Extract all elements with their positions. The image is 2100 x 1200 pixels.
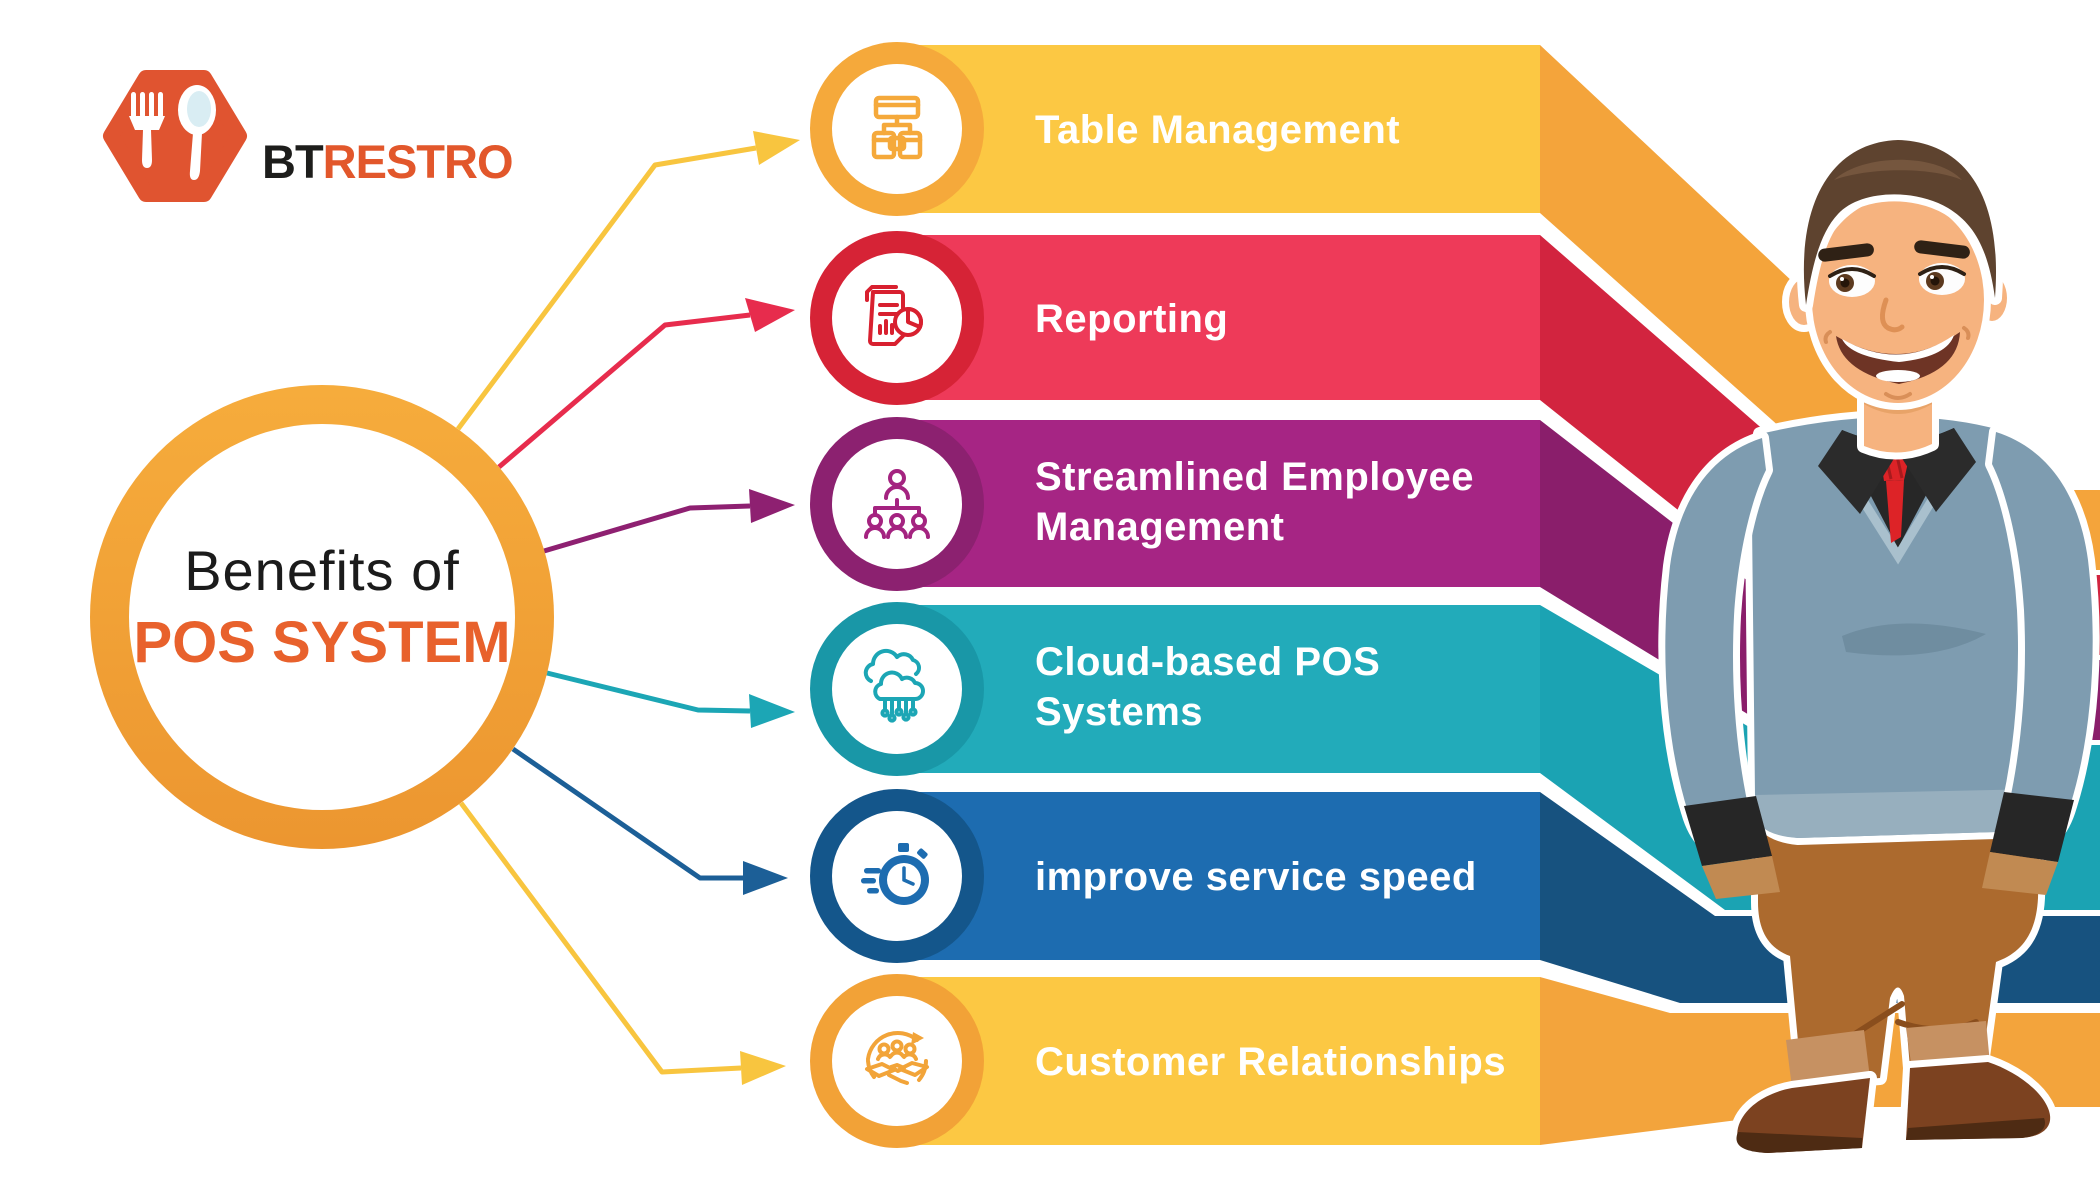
brand-name-bt: BT (262, 135, 324, 188)
left-cuff (1684, 796, 1772, 866)
row-label: Customer Relationships (1035, 1040, 1506, 1084)
arrow-head-1 (753, 131, 800, 165)
smile-creases (1823, 326, 1971, 400)
right-eye-glint (1930, 275, 1934, 279)
employee-management-icon (864, 469, 930, 539)
brand-logo: BTRESTRO (103, 70, 514, 202)
reporting-icon (865, 285, 923, 346)
benefit-row-customer-relationships: Customer Relationships (810, 974, 1540, 1148)
customer-relationships-icon (865, 1031, 929, 1085)
band (900, 45, 1540, 213)
arrow-line-1 (455, 145, 757, 431)
center-disc (129, 424, 515, 810)
spoon-glyph (178, 85, 216, 180)
row-label: Reporting (1035, 297, 1228, 341)
benefit-row-table-management: Table Management (810, 42, 1540, 216)
arrow-head-2 (745, 298, 795, 332)
icon-disc (832, 624, 962, 754)
arrow-line-3 (543, 503, 751, 554)
lower-teeth (1876, 370, 1920, 382)
arrow-head-4 (749, 694, 795, 728)
hair (1796, 133, 2003, 312)
row-label: improve service speed (1035, 855, 1477, 899)
left-eye-glint (1840, 277, 1844, 281)
benefit-row-reporting: Reporting (810, 231, 1540, 405)
left-pant-cuff (1786, 1030, 1870, 1088)
center-title-line1: Benefits of (184, 539, 460, 602)
band (900, 977, 1540, 1145)
sweater-hem (1755, 789, 2040, 838)
arrow-head-6 (740, 1051, 786, 1085)
row-label-line2: Management (1035, 505, 1285, 549)
benefit-rows: Table Management Reporting (810, 42, 1540, 1148)
sweater-chest-shade (1842, 623, 1986, 656)
benefit-row-cloud-pos: Cloud-based POS Systems (810, 602, 1540, 776)
band (900, 605, 1540, 773)
upper-teeth (1842, 335, 1954, 362)
left-sole (1736, 1132, 1862, 1153)
connector-arrows (455, 131, 800, 1085)
benefit-row-employee-management: Streamlined Employee Management (810, 417, 1540, 591)
center-title-line2: POS SYSTEM (133, 610, 510, 675)
nose (1880, 297, 1905, 333)
hair-highlight (1834, 159, 1962, 180)
row-label-line1: Cloud-based POS (1035, 640, 1380, 684)
arrow-head-5 (743, 861, 788, 895)
band (900, 420, 1540, 587)
pants (1751, 819, 2047, 1091)
arrow-line-2 (497, 312, 751, 469)
icon-disc (832, 64, 962, 194)
fork-glyph (129, 92, 165, 168)
band (900, 792, 1540, 960)
arrow-line-4 (546, 670, 751, 714)
brand-name: BTRESTRO (262, 135, 513, 188)
right-pocket (1982, 852, 2058, 895)
brand-name-restro: RESTRO (323, 135, 513, 188)
fork-spoon-hexagon-icon (103, 70, 247, 202)
row-label: Table Management (1035, 108, 1400, 152)
band (900, 235, 1540, 400)
benefit-row-service-speed: improve service speed (810, 789, 1540, 963)
cloud-pos-icon (863, 648, 925, 723)
businessman-illustration (1658, 133, 2100, 1160)
eyelids (1828, 265, 1966, 278)
left-pocket (1702, 856, 1780, 899)
row-label-line2: Systems (1035, 690, 1203, 734)
arrow-head-3 (749, 489, 795, 523)
service-speed-icon (861, 843, 929, 905)
arrow-line-5 (511, 746, 743, 881)
table-management-icon (871, 95, 923, 160)
tie-blade (1886, 480, 1904, 543)
right-sole (1906, 1118, 2046, 1140)
icon-disc (832, 996, 962, 1126)
row-label-line1: Streamlined Employee (1035, 455, 1474, 499)
center-hub: Benefits of POS SYSTEM (90, 385, 554, 849)
right-eyebrow (1914, 240, 1970, 259)
left-eyebrow (1818, 243, 1874, 262)
arrow-line-6 (458, 801, 742, 1075)
right-cuff (1990, 792, 2074, 862)
